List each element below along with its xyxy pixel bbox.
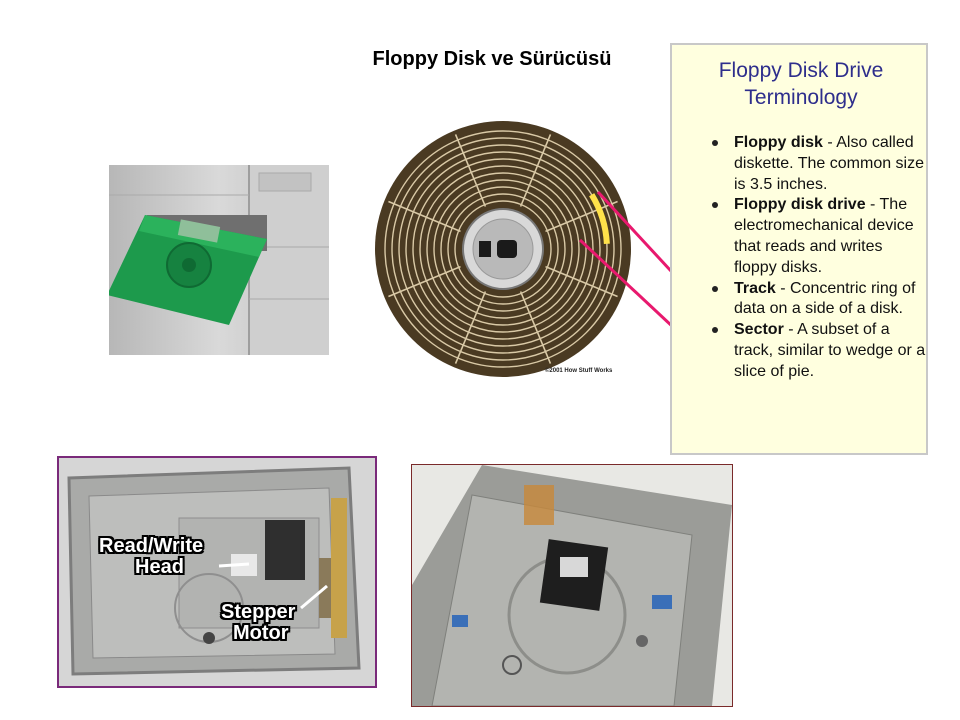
read-write-label-line2: Head [135, 556, 184, 578]
terminology-title: Floppy Disk Drive Terminology [672, 57, 930, 111]
term-description: - The electromechanical device that read… [734, 196, 914, 276]
sector-line [388, 200, 461, 233]
hub-slot [479, 241, 491, 257]
track-ring [426, 172, 580, 326]
track-ring [398, 144, 608, 354]
track-ring [419, 165, 587, 333]
highlighted-sector [589, 193, 610, 245]
bullet-dot-icon [712, 285, 718, 292]
sector-line [519, 291, 552, 364]
sector-line [454, 134, 487, 207]
sector-line [388, 265, 461, 298]
sector-line [545, 200, 618, 233]
sector-line [454, 291, 487, 364]
sector-line [519, 134, 552, 207]
term-description: - Concentric ring of data on a side of a… [734, 279, 916, 318]
hub-spindle-hole [497, 240, 517, 258]
floppy-drive-photo [109, 165, 329, 355]
terminology-box: Floppy Disk Drive Terminology Floppy dis… [670, 43, 928, 455]
stepper-label-line1: Stepper [221, 601, 296, 623]
track-ring [433, 179, 573, 319]
term-name: Floppy disk drive [734, 196, 866, 214]
read-write-label-line1: Read/Write [99, 535, 204, 557]
bullet-dot-icon [712, 327, 718, 334]
list-item: Sector - A subset of a track, similar to… [686, 320, 926, 382]
drive-internals-photo: Read/Write Head Stepper Motor [57, 456, 377, 688]
sector-line [545, 265, 618, 298]
stepper-label-line2: Motor [233, 622, 289, 644]
list-item: Floppy disk drive - The electromechanica… [686, 195, 926, 278]
track-ring [405, 151, 601, 347]
bullet-dot-icon [712, 140, 718, 146]
track-ring [412, 158, 594, 340]
list-item: Floppy disk - Also called diskette. The … [686, 133, 926, 195]
page-title: Floppy Disk ve Sürücüsü [372, 48, 612, 70]
bullet-dot-icon [712, 202, 718, 209]
terminology-title-line2: Terminology [744, 86, 858, 109]
track-ring [440, 186, 566, 312]
stepper-motor-callout: Stepper Motor [221, 602, 295, 644]
drive-mechanism-photo [411, 464, 733, 707]
read-write-head-callout: Read/Write Head [99, 536, 203, 578]
list-item: Track - Concentric ring of data on a sid… [686, 279, 926, 321]
term-name: Track [734, 279, 776, 297]
track-ring [384, 130, 622, 368]
track-ring [447, 193, 559, 305]
term-name: Floppy disk [734, 134, 823, 151]
term-description: - A subset of a track, similar to wedge … [734, 321, 926, 380]
disk-track-sector-diagram [372, 118, 634, 380]
track-ring [454, 200, 552, 298]
copyright-text: ©2001 How Stuff Works [545, 368, 613, 374]
term-description: - Also called diskette. The common size … [734, 134, 925, 193]
terminology-title-line1: Floppy Disk Drive [718, 59, 884, 82]
track-ring [391, 137, 615, 361]
term-name: Sector [734, 321, 784, 339]
terminology-list: Floppy disk - Also called diskette. The … [686, 133, 926, 383]
